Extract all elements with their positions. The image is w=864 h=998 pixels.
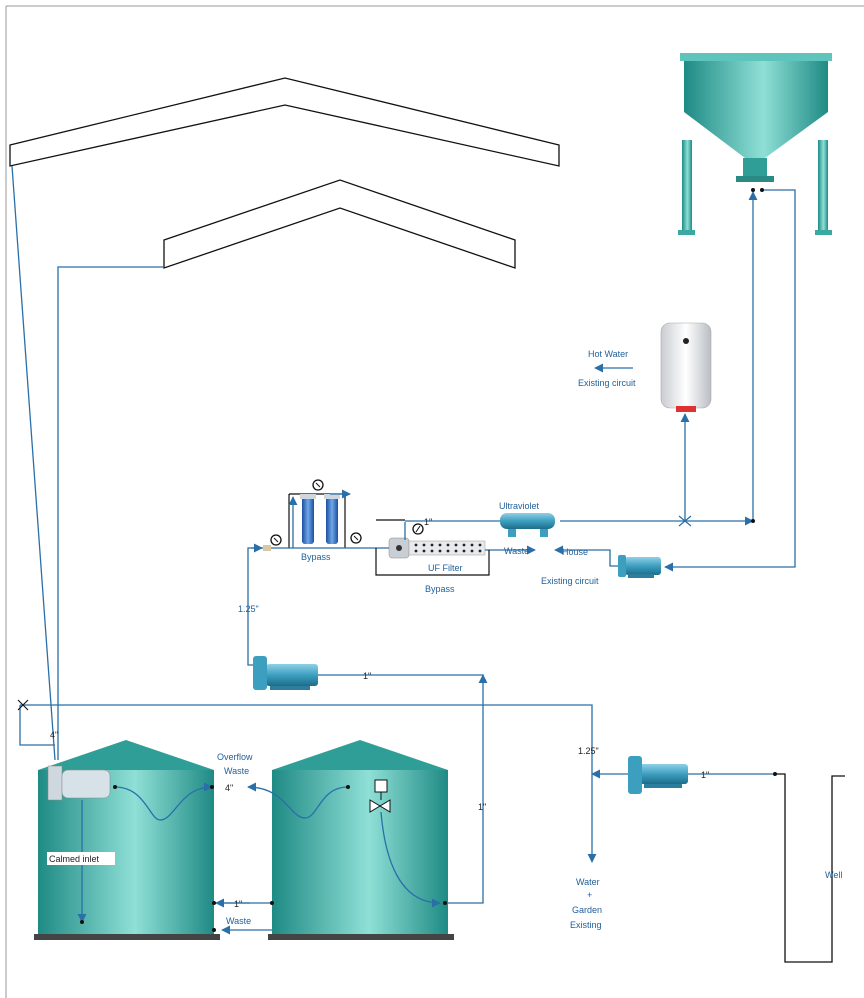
pipe-1-between-label: 1" xyxy=(234,899,242,909)
check-valve-inlet xyxy=(263,545,271,551)
bypass-bottom-label: Bypass xyxy=(425,584,455,594)
pipe-125-top-label: 1.25" xyxy=(238,604,259,614)
pipe-4-inlet-label: 4" xyxy=(50,730,58,740)
junction-dots xyxy=(80,188,777,932)
cartridge-filters xyxy=(288,493,346,548)
calmed-inlet-label: Calmed inlet xyxy=(49,854,100,864)
uv-unit xyxy=(500,513,555,537)
gauge-filter-left xyxy=(270,534,282,546)
uf-filter xyxy=(388,537,486,559)
pipe-1-pump-label: 1" xyxy=(363,671,371,681)
gauge-uf xyxy=(412,523,424,535)
overflow-pipe-left xyxy=(114,782,213,821)
tank-right xyxy=(268,740,454,940)
pipe-pump-to-tank xyxy=(318,674,484,904)
pipe-1-well-label: 1" xyxy=(701,770,709,780)
water-label: Water xyxy=(576,877,600,887)
existing-label: Existing xyxy=(570,920,602,930)
gauge-filter-top xyxy=(312,479,324,491)
well-label: Well xyxy=(825,870,842,880)
calmed-inlet-box xyxy=(47,852,115,865)
overflow-line2-label: Waste xyxy=(224,766,249,776)
valve-heater xyxy=(678,515,692,527)
roof-small xyxy=(163,179,516,269)
waste-uf-label: Waste xyxy=(504,546,529,556)
pipe-well-supply xyxy=(20,704,597,863)
valve-inlet xyxy=(17,699,29,711)
waste-bottom-label: Waste xyxy=(226,916,251,926)
calmed-inlet-device xyxy=(47,765,111,801)
well-shaft xyxy=(775,773,845,963)
water-plus-label: + xyxy=(587,890,592,900)
well-pump xyxy=(628,756,688,794)
float-valve-drop xyxy=(380,811,441,908)
pipe-pump-to-filters xyxy=(247,547,395,666)
float-valve xyxy=(369,779,391,813)
gauge-filter-right xyxy=(350,532,362,544)
hot-water-label: Hot Water xyxy=(588,349,628,359)
existing-circuit-top-label: Existing circuit xyxy=(578,378,636,388)
overflow-pipe-right xyxy=(247,782,349,819)
pipe-4-overflow-label: 4" xyxy=(225,783,233,793)
pipe-inlet-loop xyxy=(19,705,55,746)
pipe-1-tank-label: 1" xyxy=(478,802,486,812)
main-pump xyxy=(253,656,318,690)
house-pump xyxy=(618,555,661,578)
pipe-from-elevated-tank xyxy=(664,189,796,572)
house-label: House xyxy=(562,547,588,557)
overflow-line1-label: Overflow xyxy=(217,752,253,762)
ultraviolet-label: Ultraviolet xyxy=(499,501,540,511)
pipe-125-well-label: 1.25" xyxy=(578,746,599,756)
roof-large xyxy=(9,77,560,167)
uf-bypass-line xyxy=(375,548,490,576)
one-inch-uv-label: 1" xyxy=(424,517,432,527)
bypass-filters-label: Bypass xyxy=(301,552,331,562)
pipe-house xyxy=(554,545,618,567)
elevated-tank xyxy=(678,53,832,235)
water-heater xyxy=(660,322,712,412)
existing-circuit-house-label: Existing circuit xyxy=(541,576,599,586)
gutter-pipe-large xyxy=(11,165,56,761)
page-border xyxy=(5,5,864,998)
garden-label: Garden xyxy=(572,905,602,915)
gutter-pipe-small xyxy=(57,266,164,760)
uf-filter-label: UF Filter xyxy=(428,563,463,573)
